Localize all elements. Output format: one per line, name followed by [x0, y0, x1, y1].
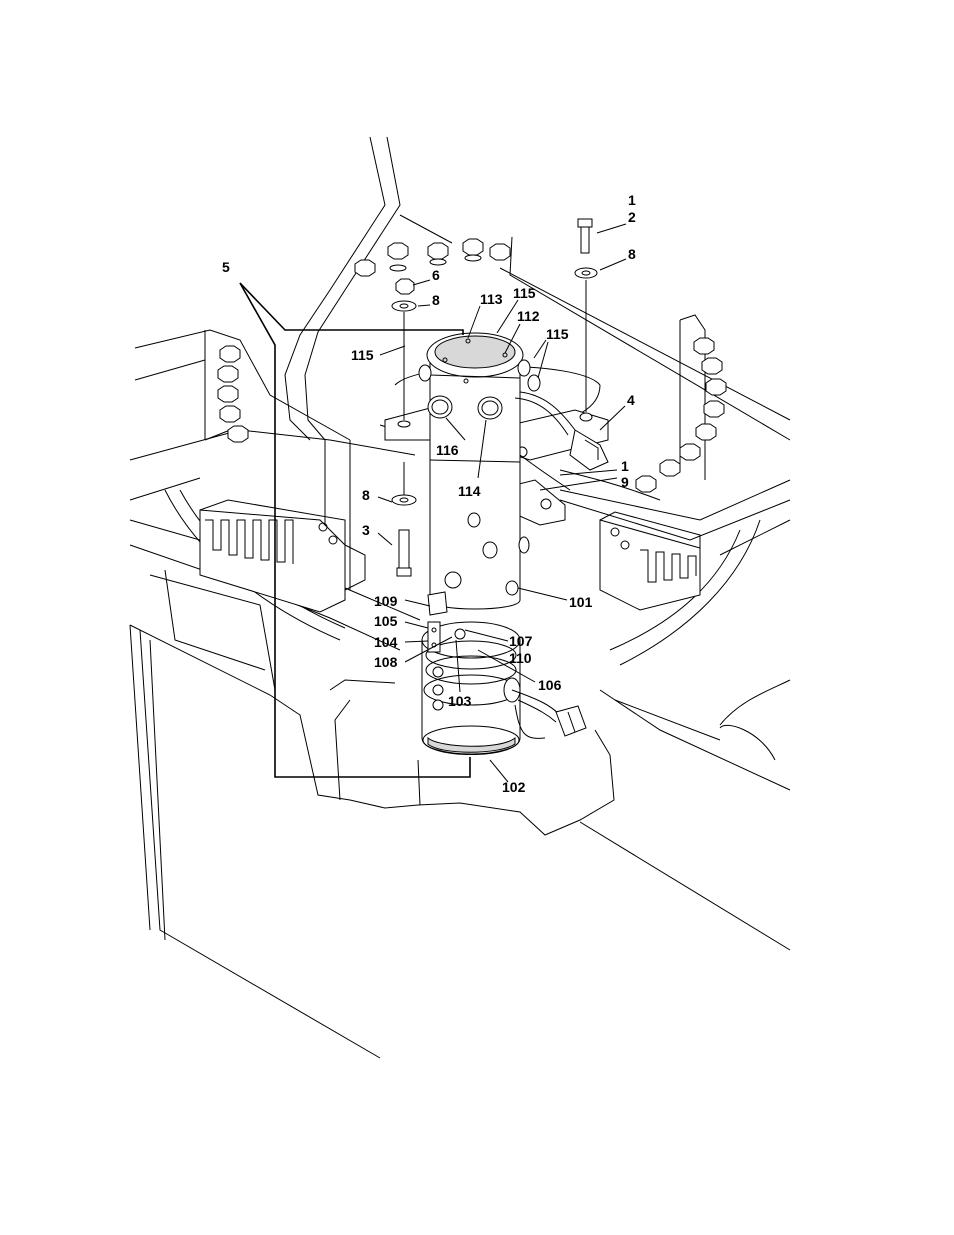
- callout-104: 104: [374, 634, 398, 650]
- callout-116: 116: [436, 442, 459, 458]
- callout-9: 9: [621, 474, 629, 490]
- callout-112: 112: [517, 308, 540, 324]
- callout-1: 1: [628, 192, 636, 208]
- callout-5: 5: [222, 259, 230, 275]
- callout-110: 110: [509, 650, 532, 666]
- callout-2: 2: [628, 209, 636, 225]
- callout-109: 109: [374, 593, 398, 609]
- callout-8: 8: [628, 246, 636, 262]
- callout-8: 8: [362, 487, 370, 503]
- callout-115: 115: [351, 347, 374, 363]
- callout-115: 115: [513, 285, 536, 301]
- motor-pump: [422, 592, 586, 755]
- callout-115: 115: [546, 326, 569, 342]
- callout-3: 3: [362, 522, 370, 538]
- callout-8: 8: [432, 292, 440, 308]
- callout-103: 103: [448, 693, 472, 709]
- callout-107: 107: [509, 633, 533, 649]
- gear-rack-right: [600, 512, 700, 610]
- callout-108: 108: [374, 654, 398, 670]
- callout-105: 105: [374, 613, 398, 629]
- callout-4: 4: [627, 392, 635, 408]
- callout-1: 1: [621, 458, 629, 474]
- callout-6: 6: [432, 267, 440, 283]
- callout-102: 102: [502, 779, 526, 795]
- callout-101: 101: [569, 594, 593, 610]
- callout-113: 113: [480, 291, 503, 307]
- callout-106: 106: [538, 677, 562, 693]
- callout-114: 114: [458, 483, 481, 499]
